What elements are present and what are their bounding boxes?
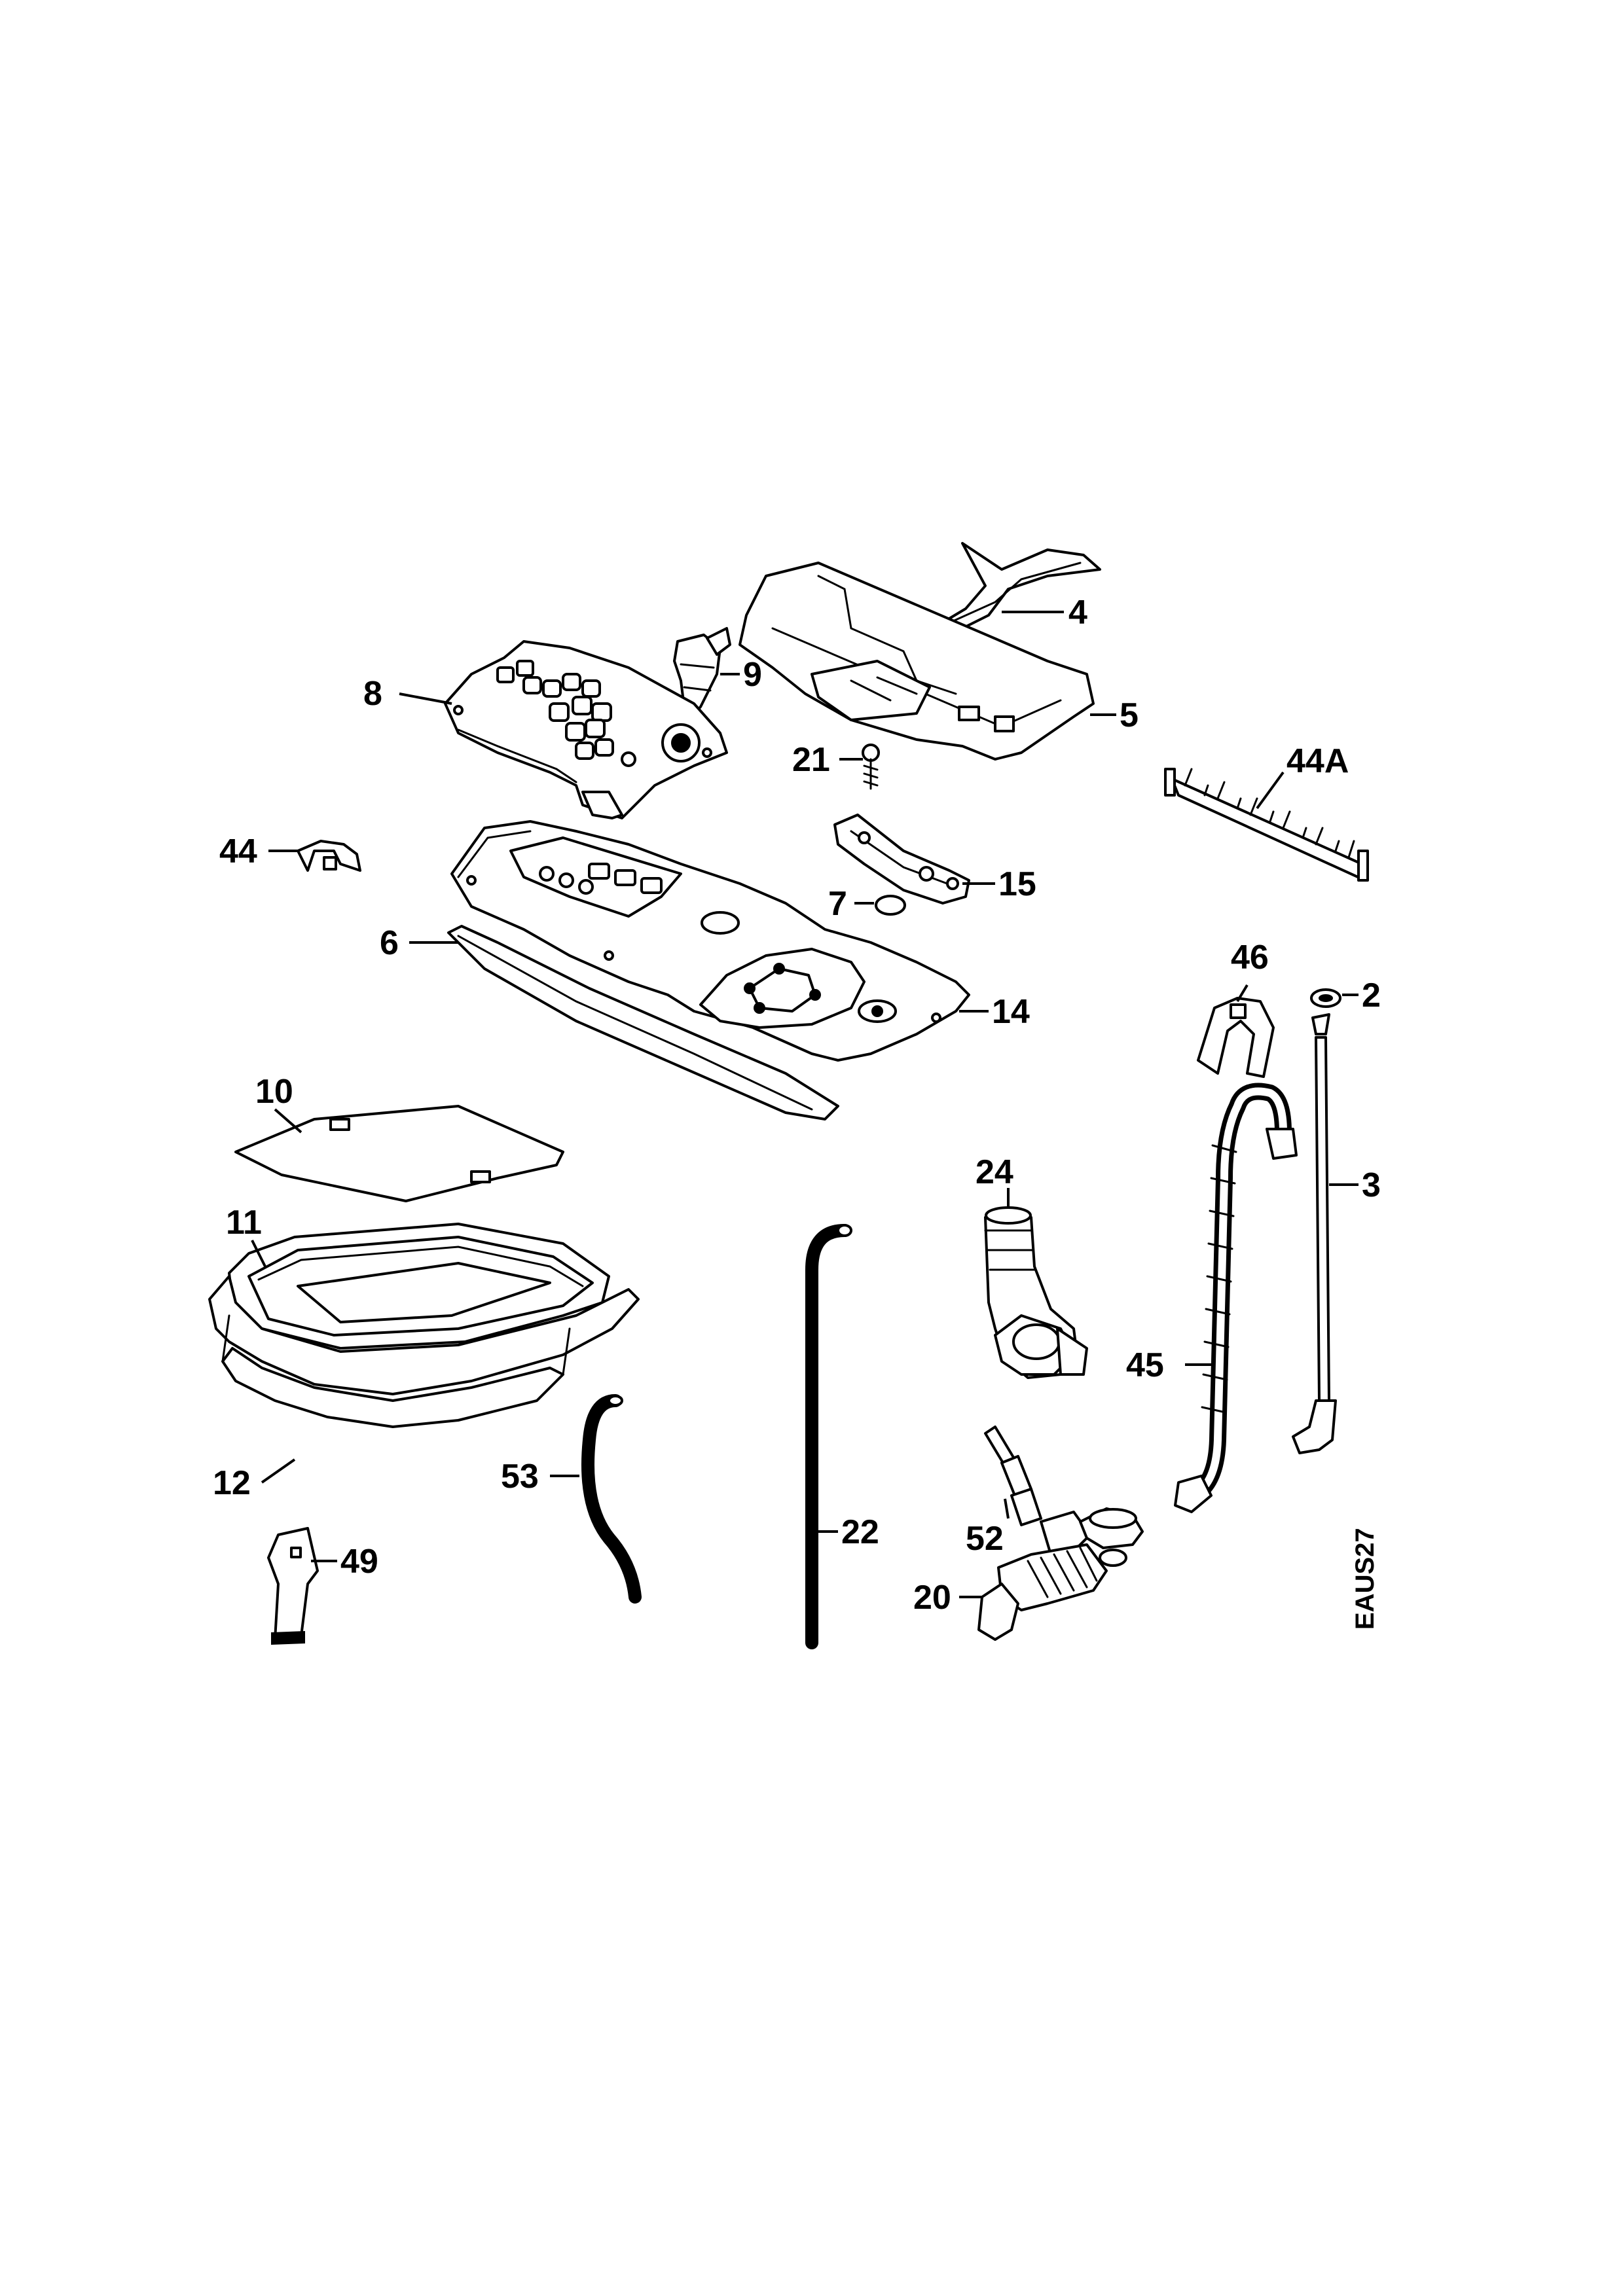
part-5-dispenser-housing (739, 562, 1095, 761)
callouts: 4 5 9 8 21 44A 44 15 7 6 46 2 14 10 3 24… (213, 594, 1381, 1617)
part-4-lever (915, 542, 1101, 639)
part-21-screw (862, 744, 880, 790)
callout-3: 3 (1362, 1166, 1381, 1204)
callout-9: 9 (743, 656, 762, 694)
part-22-long-tube (805, 1224, 852, 1649)
part-3-inlet-hose (1292, 1013, 1337, 1454)
callout-11: 11 (226, 1204, 262, 1242)
part-53-short-tube (581, 1394, 642, 1604)
callout-7: 7 (828, 885, 847, 923)
callout-49: 49 (340, 1543, 378, 1581)
callout-53: 53 (501, 1458, 539, 1496)
leader-12 (261, 1458, 296, 1484)
callout-52: 52 (966, 1520, 1004, 1558)
part-10-lid-panel (234, 1105, 564, 1202)
part-24-elbow (984, 1206, 1088, 1379)
callout-20: 20 (913, 1579, 951, 1617)
part-46-bend-clip (1197, 997, 1275, 1078)
callout-22: 22 (841, 1513, 879, 1551)
leader-11 (251, 1240, 266, 1267)
part-14-top-frame (450, 820, 970, 1062)
callout-24: 24 (976, 1153, 1013, 1191)
callout-6: 6 (380, 924, 399, 962)
part-6-strip (447, 925, 839, 1121)
callout-15: 15 (998, 865, 1036, 903)
leader-10 (274, 1108, 302, 1134)
part-7-o-ring (875, 895, 906, 916)
leader-46 (1236, 984, 1249, 1003)
callout-44a: 44A (1286, 742, 1349, 780)
part-9-actuator (673, 627, 731, 715)
part-20-drain-bellows (977, 1507, 1144, 1641)
leader-52 (1004, 1498, 1010, 1519)
diagram-code: EAUS27 (1351, 1528, 1379, 1630)
part-44a-rail (1164, 768, 1369, 882)
leader-44a (1256, 771, 1285, 810)
callout-5: 5 (1120, 696, 1139, 734)
callout-46: 46 (1231, 939, 1269, 977)
callout-45: 45 (1126, 1346, 1164, 1384)
callout-4: 4 (1068, 594, 1087, 632)
part-2-washer (1310, 988, 1341, 1008)
part-15-bracket (833, 814, 970, 905)
callout-12: 12 (213, 1464, 251, 1502)
part-12-seal-ring (208, 1275, 640, 1428)
callout-10: 10 (255, 1073, 293, 1111)
callout-14: 14 (992, 993, 1030, 1031)
callout-44: 44 (219, 833, 257, 870)
part-49-bracket-tab (267, 1527, 319, 1645)
panel-buttons (496, 660, 614, 760)
part-45-drain-hose (1174, 1083, 1298, 1513)
part-44-clip (297, 840, 361, 872)
callout-21: 21 (792, 741, 830, 779)
part-52-connector (984, 1426, 1042, 1526)
callout-2: 2 (1362, 977, 1381, 1014)
leader-8 (399, 692, 452, 705)
callout-8: 8 (363, 675, 382, 713)
part-8-control-panel (444, 640, 728, 819)
part-11-seal-frame (228, 1223, 610, 1350)
